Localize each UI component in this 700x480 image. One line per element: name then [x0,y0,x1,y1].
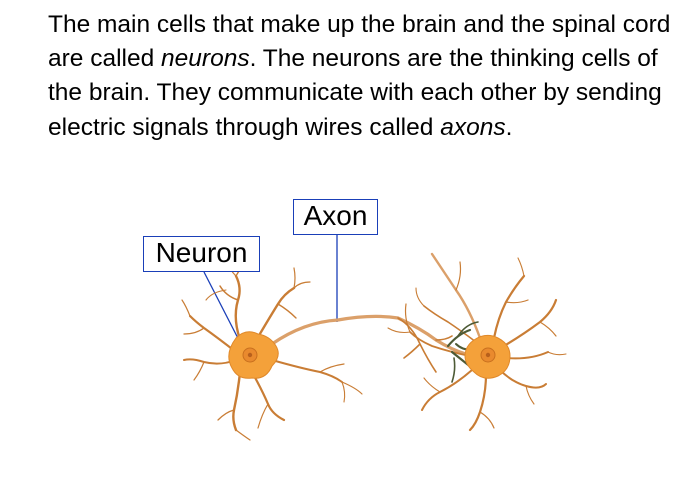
left-neuron-nucleolus [247,352,253,358]
term-axons: axons [440,113,506,141]
paragraph-text-1: The main cells that make up the brain an… [48,11,671,73]
paragraph-text-2: . The neurons are the thinking cells of … [48,45,662,141]
paragraph-text-3: . [505,113,513,141]
neuron-label: Neuron [143,236,260,272]
right-neuron-nucleolus [485,352,491,358]
term-neurons: neurons [161,45,250,73]
axon-terminal-branches [397,317,453,373]
left-neuron-dendrites [181,261,363,441]
axon-label: Axon [293,199,378,235]
intro-paragraph: The main cells that make up the brain an… [48,8,678,145]
